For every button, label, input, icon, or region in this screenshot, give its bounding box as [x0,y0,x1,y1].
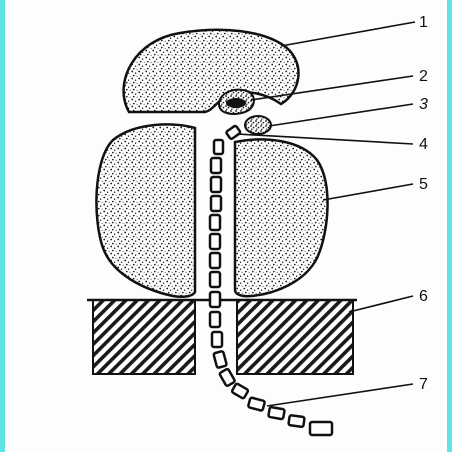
label-3: 3 [419,96,428,113]
label-1: 1 [419,14,428,31]
ribosome-diagram: 1 2 3 4 5 6 7 [5,0,452,452]
membrane-left [93,300,195,374]
large-subunit-left [96,124,195,296]
molecule-3 [245,116,271,134]
small-subunit [124,30,299,112]
large-subunit-right [235,139,328,296]
molecule-2-core [226,98,246,108]
label-7: 7 [419,376,428,393]
membrane-right [237,300,353,374]
label-5: 5 [419,176,428,193]
label-6: 6 [419,288,428,305]
label-4: 4 [419,136,428,153]
label-2: 2 [419,68,428,85]
